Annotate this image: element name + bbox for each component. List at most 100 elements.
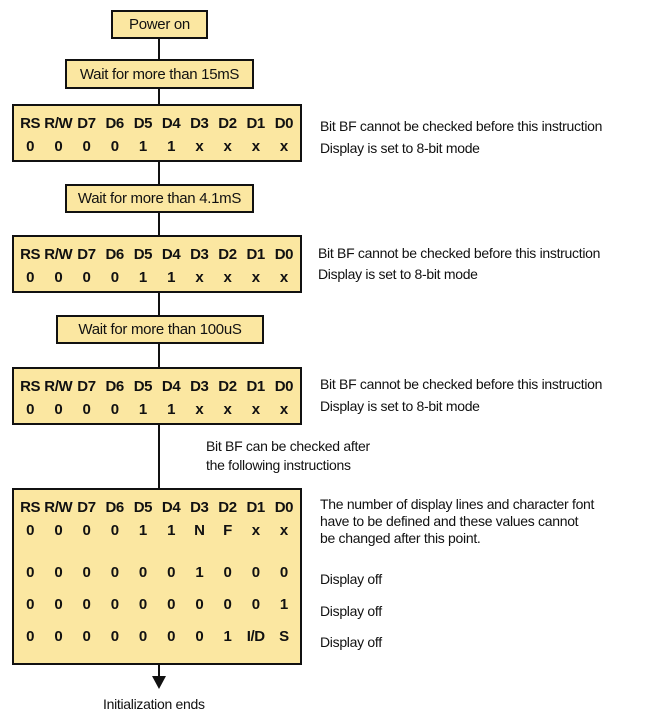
initialization-ends-label: Initialization ends <box>103 696 205 712</box>
wait-100us-label: Wait for more than 100uS <box>78 321 242 338</box>
bit-cell: 1 <box>167 269 176 286</box>
bit-cell: 0 <box>54 269 63 286</box>
bit-cell: x <box>279 269 288 286</box>
bit-cell: 1 <box>138 138 147 155</box>
bit-cell: x <box>195 138 204 155</box>
header-cell: RS <box>20 378 41 395</box>
header-cell: D6 <box>105 378 125 395</box>
bit-cell: 0 <box>82 564 91 581</box>
note-lines-font-3: be changed after this point. <box>320 530 481 546</box>
note-lines-font-1: The number of display lines and characte… <box>320 496 595 512</box>
bit-cell: 0 <box>110 522 119 539</box>
header-cell: D4 <box>161 378 181 395</box>
header-cell: D7 <box>77 378 96 395</box>
bit-cell: 0 <box>26 564 35 581</box>
bit-cell: 0 <box>26 269 35 286</box>
bit-cell: x <box>251 401 260 418</box>
note-bf-unchecked-2: Bit BF cannot be checked before this ins… <box>318 245 601 261</box>
instruction-table-3: RS R/W D7 D6 D5 D4 D3 D2 D1 D0 0 0 0 0 1… <box>12 367 302 425</box>
instruction-table-2: RS R/W D7 D6 D5 D4 D3 D2 D1 D0 0 0 0 0 1… <box>12 235 302 293</box>
bit-cell: 1 <box>167 522 176 539</box>
bit-cell: 0 <box>26 138 35 155</box>
bit-cell: x <box>223 401 232 418</box>
header-cell: D3 <box>190 115 209 132</box>
note-bf-unchecked-1: Bit BF cannot be checked before this ins… <box>320 118 603 134</box>
bit-cell: x <box>195 269 204 286</box>
header-cell: D0 <box>274 246 294 263</box>
bit-cell: x <box>279 138 288 155</box>
note-8bit-mode-2: Display is set to 8-bit mode <box>318 266 478 282</box>
header-cell: D2 <box>218 499 237 516</box>
header-cell: D2 <box>218 246 237 263</box>
bit-cell: x <box>251 269 260 286</box>
bit-cell: x <box>251 522 260 539</box>
header-cell: RS <box>20 499 41 516</box>
bit-cell: 0 <box>167 628 176 645</box>
wait-4ms-label: Wait for more than 4.1mS <box>77 190 242 207</box>
bit-cell: 0 <box>251 596 260 613</box>
header-cell: D7 <box>77 115 96 132</box>
wait-4ms-box: Wait for more than 4.1mS <box>65 184 254 213</box>
header-cell: D0 <box>274 499 294 516</box>
header-cell: D1 <box>246 378 266 395</box>
header-cell: D1 <box>246 115 266 132</box>
bit-cell: 0 <box>110 564 119 581</box>
power-on-label: Power on <box>129 16 190 33</box>
header-cell: D6 <box>105 246 125 263</box>
bit-cell: 0 <box>110 401 119 418</box>
bit-cell: 0 <box>54 401 63 418</box>
header-cell: RS <box>20 246 41 263</box>
bit-cell: 0 <box>26 401 35 418</box>
bit-cell: 1 <box>195 564 204 581</box>
bit-cell: S <box>279 628 289 645</box>
header-cell: D3 <box>190 499 209 516</box>
bit-cell: 1 <box>223 628 232 645</box>
note-display-off-3: Display off <box>320 634 382 650</box>
header-cell: D3 <box>190 378 209 395</box>
header-cell: D5 <box>133 115 153 132</box>
bit-cell: 0 <box>54 596 63 613</box>
bit-cell: 0 <box>54 564 63 581</box>
bit-cell: 0 <box>54 522 63 539</box>
header-cell: R/W <box>44 499 73 516</box>
header-cell: D7 <box>77 499 96 516</box>
bit-cell: 1 <box>138 522 147 539</box>
bit-cell: 0 <box>26 628 35 645</box>
header-cell: D7 <box>77 246 96 263</box>
bit-cell: 0 <box>54 628 63 645</box>
bit-cell: 0 <box>279 564 288 581</box>
bit-cell: x <box>223 269 232 286</box>
bit-cell: I/D <box>246 628 265 645</box>
note-display-off-1: Display off <box>320 571 382 587</box>
wait-15ms-box: Wait for more than 15mS <box>65 59 254 89</box>
bit-cell: 0 <box>82 596 91 613</box>
header-cell: R/W <box>44 115 73 132</box>
note-8bit-mode-1: Display is set to 8-bit mode <box>320 140 480 156</box>
header-cell: RS <box>20 115 41 132</box>
bit-cell: 1 <box>167 138 176 155</box>
arrow-down-icon <box>152 676 166 689</box>
bit-cell: 0 <box>110 138 119 155</box>
bit-cell: x <box>279 401 288 418</box>
bit-cell: 0 <box>138 564 147 581</box>
bit-cell: 0 <box>251 564 260 581</box>
header-cell: D4 <box>161 115 181 132</box>
note-8bit-mode-3: Display is set to 8-bit mode <box>320 398 480 414</box>
header-cell: D1 <box>246 246 266 263</box>
bit-cell: 1 <box>279 596 288 613</box>
wait-15ms-label: Wait for more than 15mS <box>79 65 240 83</box>
bit-cell: x <box>251 138 260 155</box>
note-lines-font-2: have to be defined and these values cann… <box>320 513 579 529</box>
note-bf-unchecked-3: Bit BF cannot be checked before this ins… <box>320 376 603 392</box>
note-bf-checkable-line1: Bit BF can be checked after <box>206 438 370 454</box>
note-display-off-2: Display off <box>320 603 382 619</box>
bit-cell: x <box>223 138 232 155</box>
bit-cell: 0 <box>110 269 119 286</box>
bit-cell: 1 <box>138 269 147 286</box>
bit-cell: 0 <box>167 564 176 581</box>
bit-cell: 0 <box>54 138 63 155</box>
bit-cell: 0 <box>110 596 119 613</box>
instruction-table-1: RS R/W D7 D6 D5 D4 D3 D2 D1 D0 0 0 0 0 1… <box>12 104 302 162</box>
header-cell: D5 <box>133 499 153 516</box>
